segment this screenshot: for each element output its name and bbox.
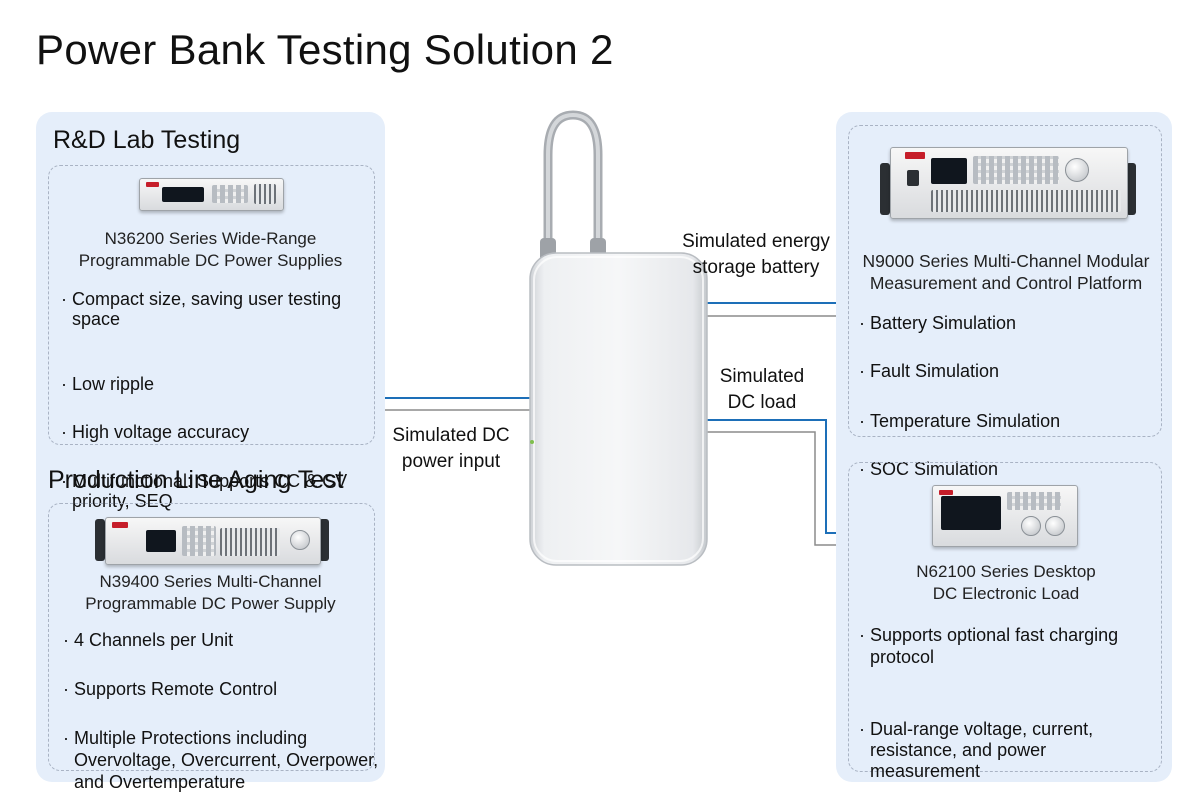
device-keypad [973,156,1059,184]
n62100-name: N62100 Series Desktop DC Electronic Load [848,561,1164,605]
rack-handle-right [1126,163,1136,215]
brand-logo [905,152,925,159]
label-line: power input [401,451,501,472]
n39400-device-image [95,515,329,565]
feature-item: Temperature Simulation [858,411,1160,431]
n36200-name: N36200 Series Wide-Range Programmable DC… [48,228,373,272]
cable-loop [543,110,603,255]
name-line: Measurement and Control Platform [869,273,1143,293]
rd-section-title: R&D Lab Testing [53,126,241,154]
power-bank-body [529,252,708,566]
feature-item: SOC Simulation [858,459,1160,479]
device-knob [1021,516,1041,536]
feature-item: Compact size, saving user testing space [60,289,382,329]
n39400-chassis [105,517,321,565]
n62100-features: Supports optional fast charging protocol… [858,0,1148,781]
rack-handle-left [880,163,890,215]
feature-item: Supports optional fast charging protocol [858,624,1140,668]
n9000-chassis [890,147,1128,219]
device-grill [931,190,1121,212]
device-screen [162,187,204,202]
device-keypad [182,526,216,556]
feature-item: Battery Simulation [858,313,1160,333]
feature-item: 4 Channels per Unit [62,630,382,650]
page-title: Power Bank Testing Solution 2 [36,26,614,73]
label-dc-load: Simulated DC load [702,364,822,416]
feature-item: Low ripple [60,374,382,394]
name-line: Programmable DC Power Supplies [78,251,343,270]
n9000-name: N9000 Series Multi-Channel Modular Measu… [848,250,1164,294]
led-indicator [530,440,534,444]
feature-item: High voltage accuracy [60,422,382,442]
name-line: N39400 Series Multi-Channel [99,572,322,591]
n9000-device-image [880,143,1136,219]
production-section-title: Production Line Aging Test [48,466,344,494]
device-screen [931,158,967,184]
name-line: N62100 Series Desktop [916,562,1096,581]
n9000-features: Battery Simulation Fault Simulation Temp… [858,0,1148,479]
n39400-features: 4 Channels per Unit Supports Remote Cont… [62,0,378,792]
name-line: DC Electronic Load [932,584,1080,603]
brand-logo [939,490,953,495]
n36200-features: Compact size, saving user testing space … [60,0,370,511]
rack-handle-right [319,519,329,561]
device-keypad [1007,492,1061,510]
brand-logo [146,182,159,187]
device-screen [146,530,176,552]
label-line: Simulated energy [682,231,830,252]
rack-handle-left [95,519,105,561]
feature-item: Dual-range voltage, current, resistance,… [858,719,1130,782]
power-switch [907,170,919,186]
power-bank-image [529,110,708,566]
label-line: storage battery [692,257,820,278]
feature-item: Multiple Protections including Overvolta… [62,727,382,793]
feature-item: Multifunctional: Supports CC & CV priori… [60,471,382,511]
device-screen [941,496,1001,530]
device-grill [254,184,276,204]
n36200-device-image [139,178,284,211]
device-knob [290,530,310,550]
label-line: Simulated DC [392,425,510,446]
name-line: N9000 Series Multi-Channel Modular [862,251,1150,271]
right-panel [836,112,1172,782]
device-grill [220,528,280,556]
n62100-device-image [932,485,1078,547]
label-power-input: Simulated DC power input [381,423,521,475]
name-line: N36200 Series Wide-Range [104,229,317,248]
label-line: Simulated [719,366,805,387]
label-line: DC load [727,392,797,413]
device-knob [1045,516,1065,536]
feature-item: Supports Remote Control [62,679,382,699]
name-line: Programmable DC Power Supply [85,594,336,613]
label-energy-storage: Simulated energy storage battery [671,229,841,281]
n39400-name: N39400 Series Multi-Channel Programmable… [48,571,373,615]
brand-logo [112,522,128,528]
device-keypad [212,185,248,203]
feature-item: Fault Simulation [858,361,1160,381]
n9000-card [848,125,1162,437]
left-panel [36,112,385,782]
device-knob [1065,158,1089,182]
